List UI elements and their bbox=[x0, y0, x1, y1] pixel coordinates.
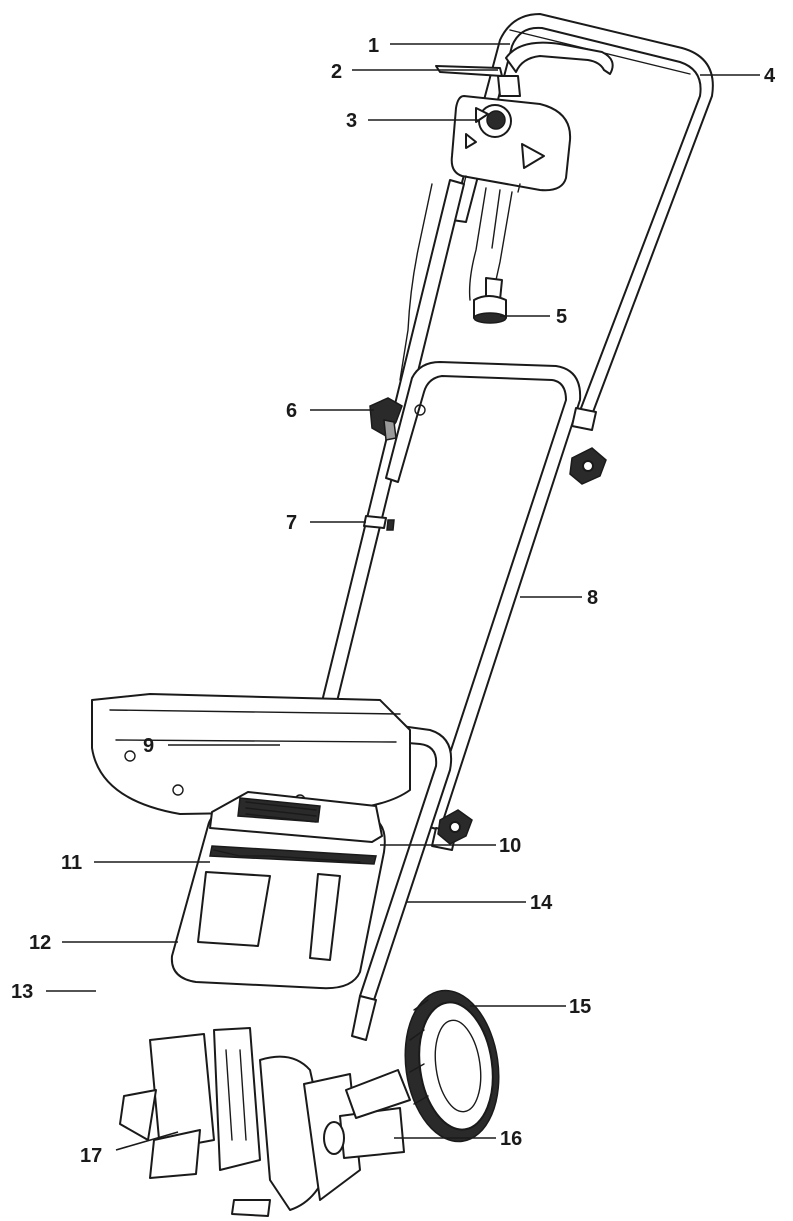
callout-16: 16 bbox=[500, 1128, 522, 1150]
left-handle-tube-drawing bbox=[315, 179, 465, 731]
callout-5: 5 bbox=[556, 306, 567, 328]
upper-knob-drawing bbox=[369, 397, 403, 441]
callout-8: 8 bbox=[587, 587, 598, 609]
callout-11: 11 bbox=[61, 852, 82, 874]
motor-housing-drawing bbox=[170, 807, 386, 990]
callout-14: 14 bbox=[530, 892, 553, 914]
middle-handle-drawing bbox=[385, 361, 597, 831]
callout-6: 6 bbox=[286, 400, 297, 422]
callout-7: 7 bbox=[286, 512, 297, 534]
callout-4: 4 bbox=[764, 65, 776, 87]
callout-13: 13 bbox=[11, 981, 33, 1003]
callout-9: 9 bbox=[143, 735, 154, 757]
callout-12: 12 bbox=[29, 932, 51, 954]
callout-2: 2 bbox=[331, 61, 342, 83]
carry-handle-drawing bbox=[209, 791, 383, 843]
tines-drawing bbox=[119, 1027, 361, 1217]
cord-drawing bbox=[468, 187, 513, 324]
lower-handle-tube-drawing bbox=[351, 995, 377, 1041]
callout-3: 3 bbox=[346, 110, 357, 132]
callout-1: 1 bbox=[368, 35, 379, 57]
leader-line-17 bbox=[115, 1131, 179, 1151]
right-upper-knob-drawing bbox=[569, 447, 607, 485]
switch-box-drawing bbox=[450, 95, 572, 193]
callout-15: 15 bbox=[569, 996, 591, 1018]
wheel-drawing bbox=[404, 989, 500, 1143]
axle-drawing bbox=[323, 1069, 411, 1159]
callout-17: 17 bbox=[80, 1145, 102, 1167]
callout-10: 10 bbox=[499, 835, 521, 857]
switch-trigger-drawing bbox=[435, 41, 614, 97]
